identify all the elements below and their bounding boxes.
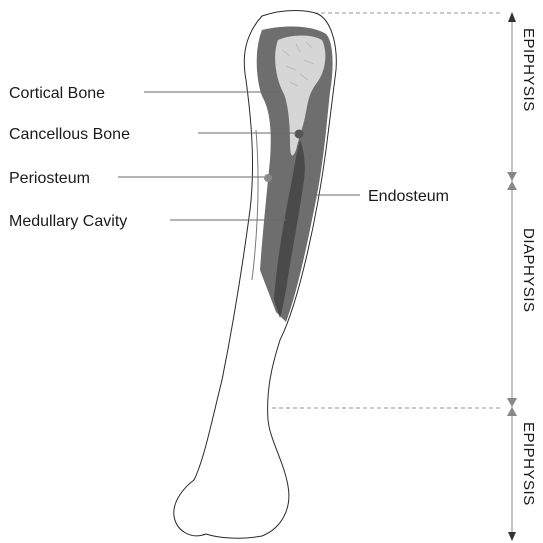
scale-junction-lower-icon <box>507 398 517 416</box>
scale-junction-upper-icon <box>507 172 517 190</box>
cancellous-marker-dot <box>295 130 304 139</box>
label-periosteum: Periosteum <box>9 170 90 187</box>
periosteum-marker-dot <box>264 174 272 182</box>
label-endosteum: Endosteum <box>368 188 449 205</box>
label-cortical-bone: Cortical Bone <box>9 85 105 102</box>
region-scale <box>507 12 517 541</box>
region-label-diaphysis: DIAPHYSIS <box>520 228 537 313</box>
label-medullary-cavity: Medullary Cavity <box>9 213 127 230</box>
region-label-distal-epiphysis: EPIPHYSIS <box>520 422 537 506</box>
scale-arrow-bottom-icon <box>508 532 516 541</box>
region-label-proximal-epiphysis: EPIPHYSIS <box>520 28 537 112</box>
scale-arrow-top-icon <box>508 12 516 22</box>
label-cancellous-bone: Cancellous Bone <box>9 126 130 143</box>
